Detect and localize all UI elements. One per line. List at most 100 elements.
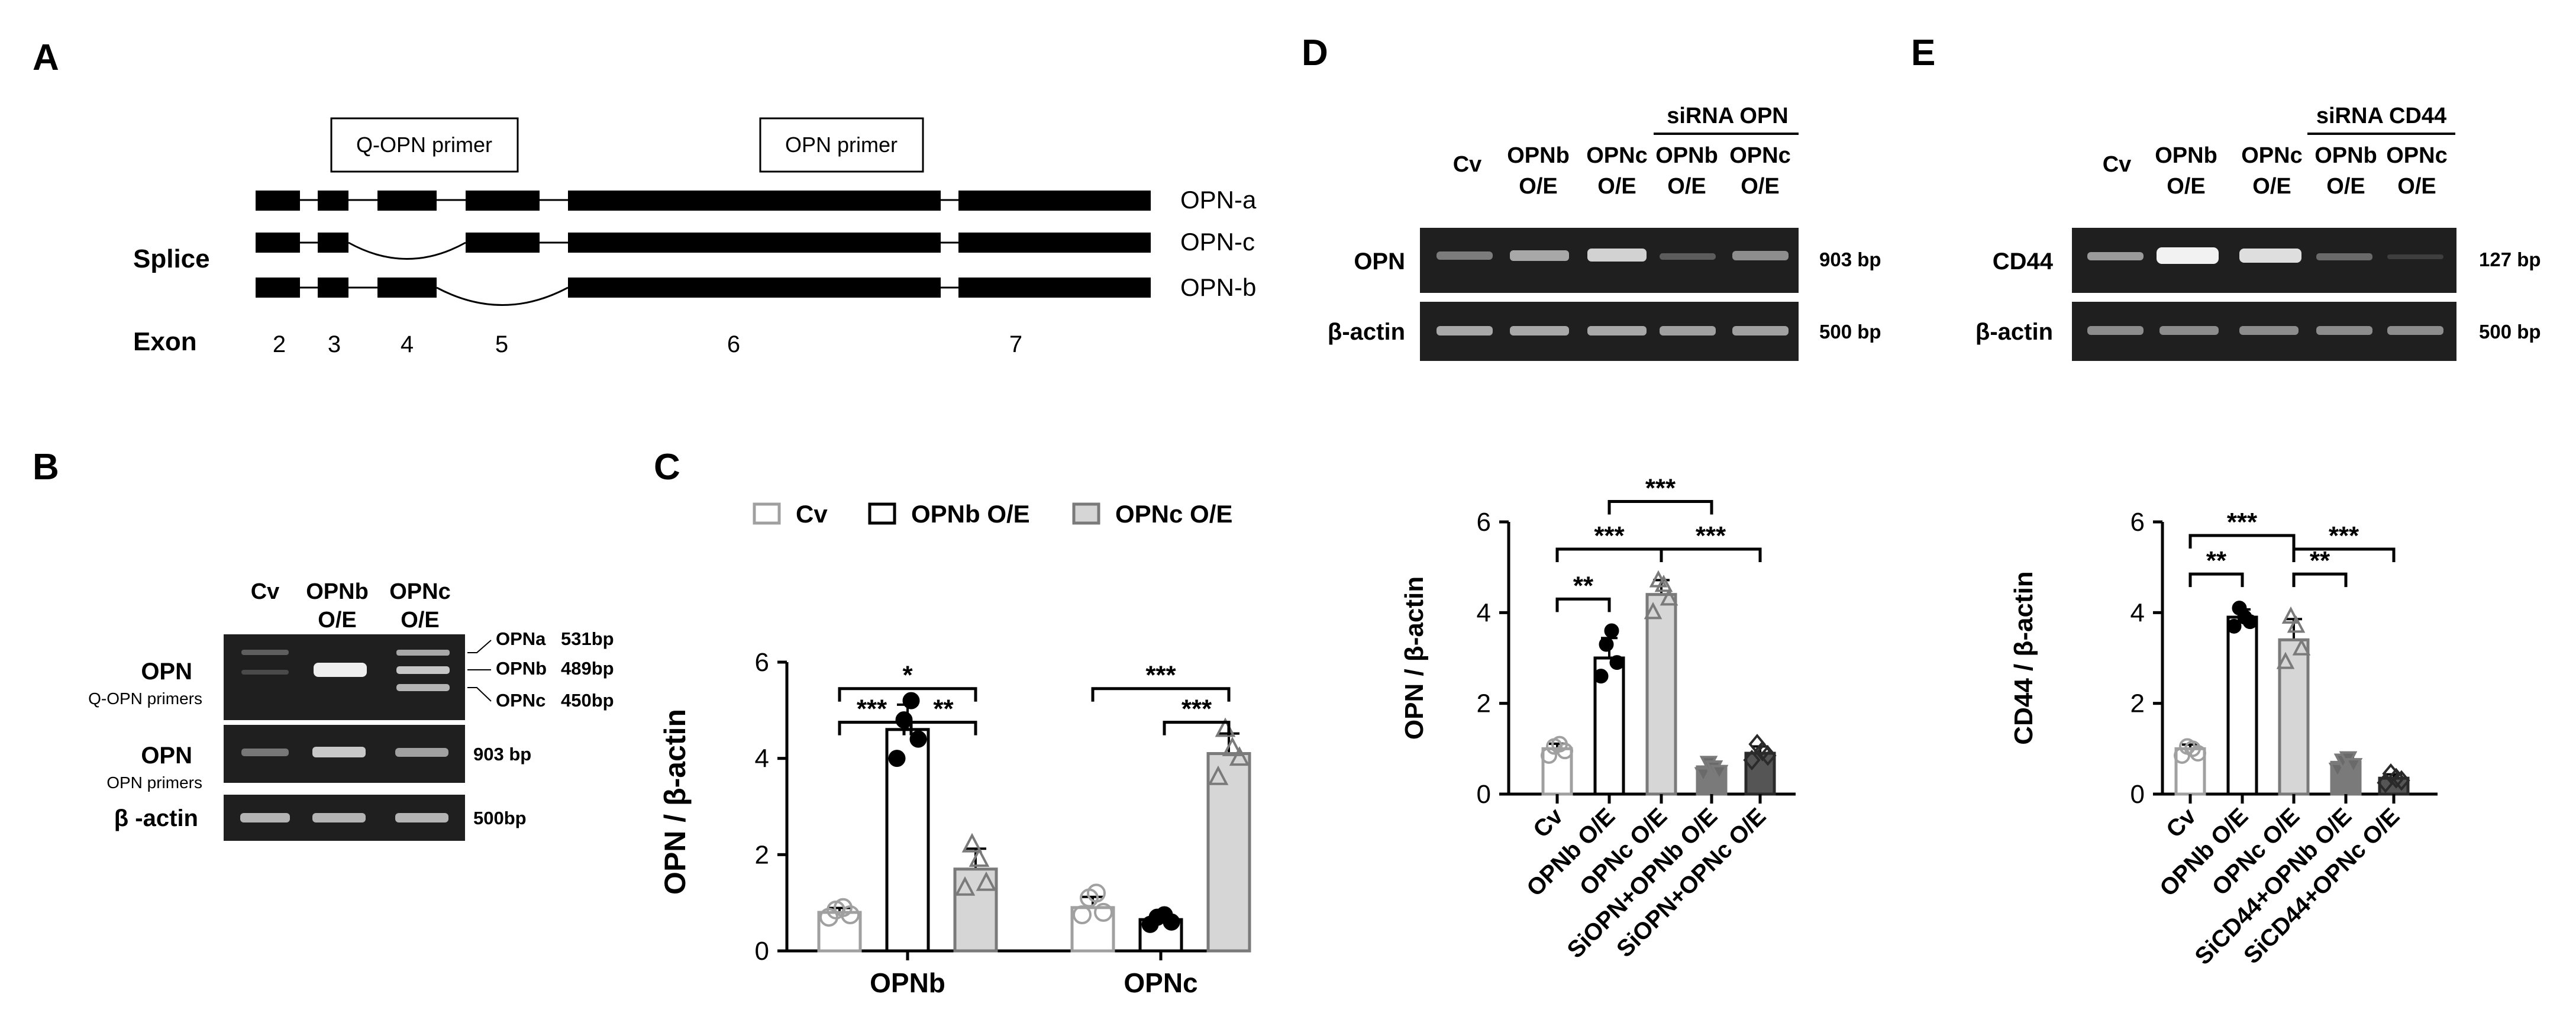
- size-label: 903 bp: [1819, 249, 1881, 270]
- gel-band: [2157, 247, 2219, 264]
- opn-primer-box: [759, 117, 924, 173]
- y-tick-label: 0: [755, 937, 769, 966]
- band-size: 531bp: [561, 628, 614, 649]
- y-tick-label: 6: [1477, 508, 1491, 537]
- significance-bracket: [1660, 547, 1762, 562]
- data-point: [1541, 747, 1557, 764]
- significance-bracket: [1091, 687, 1231, 702]
- exon-number: 3: [328, 331, 341, 357]
- data-point: [1660, 588, 1678, 606]
- significance-label: **: [1573, 571, 1594, 600]
- gel-row-label: OPN: [1354, 249, 1405, 275]
- band-name: OPNc: [496, 690, 545, 711]
- panel-letter-d: D: [1302, 33, 1328, 73]
- significance-bracket: [1555, 597, 1611, 612]
- gel-band: [241, 670, 289, 675]
- lane-label: O/E: [2397, 174, 2436, 199]
- lane-label: O/E: [1741, 174, 1779, 199]
- q-opn-primer-label: Q-OPN primer: [356, 133, 492, 157]
- y-axis-title: OPN / β-actin: [1400, 576, 1429, 740]
- data-point: [1557, 743, 1573, 760]
- exon-label: Exon: [133, 327, 197, 356]
- gel-band: [241, 749, 289, 756]
- legend-label: Cv: [796, 500, 828, 528]
- panel-letter-a: A: [33, 37, 59, 78]
- exon-number: 6: [727, 331, 740, 357]
- gel-row-label: β-actin: [1975, 319, 2053, 345]
- legend-swatch: [868, 502, 896, 525]
- data-point: [1599, 637, 1614, 652]
- bar: [885, 728, 930, 953]
- data-point: [2184, 740, 2201, 757]
- gel-panel-d: Cv OPNb O/E OPNc O/E OPNb O/E OPNc O/E s…: [1328, 104, 1881, 361]
- sirna-group-label: siRNA CD44: [2316, 104, 2446, 128]
- data-point: [1604, 623, 1619, 638]
- significance-bracket: [2292, 547, 2396, 562]
- gel-band: [396, 650, 450, 656]
- y-tick-label: 6: [755, 648, 769, 677]
- significance-label: ***: [1145, 661, 1176, 690]
- lane-label: OPNb: [2155, 143, 2217, 168]
- significance-label: ***: [1645, 474, 1676, 503]
- gel-strip: [224, 634, 465, 720]
- isoform-label-opn-c: OPN-c: [1180, 228, 1255, 256]
- gel-row-label: β -actin: [114, 805, 198, 831]
- data-point: [1654, 575, 1673, 592]
- x-tick-label: Cv: [1528, 803, 1568, 843]
- isoform-label-opn-a: OPN-a: [1180, 186, 1257, 214]
- data-point: [888, 750, 906, 767]
- y-tick-label: 4: [1477, 598, 1491, 627]
- lane-label: OPNc: [1729, 143, 1790, 168]
- significance-bracket: [1555, 547, 1663, 562]
- lane-label: OPNb: [306, 579, 369, 604]
- gel-row-label: OPN: [141, 743, 192, 769]
- lane-label: OPNc: [2241, 143, 2302, 168]
- gel-band: [1660, 253, 1716, 260]
- significance-label: **: [2206, 546, 2227, 575]
- lane-label: O/E: [2326, 174, 2365, 199]
- gel-band: [2087, 252, 2144, 260]
- x-tick-label: OPNb: [870, 967, 945, 998]
- data-point: [1222, 737, 1243, 756]
- exon-number: 7: [1009, 331, 1022, 357]
- gel-band: [1660, 326, 1716, 336]
- size-label: 500 bp: [1819, 321, 1881, 343]
- lane-label: OPNb: [2314, 143, 2377, 168]
- data-point: [969, 847, 990, 867]
- legend-label: OPNc O/E: [1115, 500, 1232, 528]
- panel-letter-c: C: [654, 447, 680, 488]
- isoform-row-opn-a: [256, 191, 1151, 211]
- size-label: 500 bp: [2479, 321, 2541, 343]
- significance-label: **: [933, 695, 954, 724]
- gel-row-label: β-actin: [1328, 319, 1405, 345]
- exon-number: 2: [273, 331, 286, 357]
- gel-band: [2159, 326, 2219, 335]
- bar: [2226, 615, 2258, 796]
- bar: [817, 911, 862, 953]
- significance-bracket: [2188, 572, 2244, 588]
- gel-row-sublabel: OPN primers: [106, 773, 202, 792]
- lane-label: Cv: [251, 579, 280, 604]
- legend-swatch: [1072, 502, 1100, 525]
- panel-letter-b: B: [33, 447, 59, 488]
- data-point: [1073, 905, 1092, 924]
- lane-label: OPNb: [1507, 143, 1570, 168]
- y-axis-title: OPN / β-actin: [658, 709, 692, 895]
- gel-band: [1732, 326, 1789, 336]
- gel-band: [396, 666, 450, 674]
- isoform-label-opn-b: OPN-b: [1180, 273, 1256, 301]
- y-tick-label: 4: [2130, 598, 2145, 627]
- band-size: 489bp: [561, 658, 614, 679]
- opn-primer-label: OPN primer: [785, 133, 898, 157]
- sirna-group-label: siRNA OPN: [1667, 104, 1789, 128]
- exon-number: 5: [495, 331, 508, 357]
- lane-label: O/E: [1667, 174, 1706, 199]
- data-point: [2393, 770, 2410, 791]
- data-point: [2287, 615, 2306, 633]
- y-axis-title: CD44 / β-actin: [2009, 571, 2038, 744]
- data-point: [1229, 746, 1250, 766]
- bar: [1206, 752, 1251, 953]
- lane-label: O/E: [2252, 174, 2291, 199]
